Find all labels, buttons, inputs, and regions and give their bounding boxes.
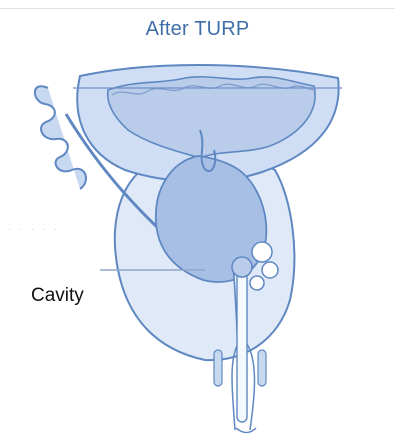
catheter — [237, 272, 247, 422]
sphincter — [214, 350, 222, 386]
urethra-lower — [247, 344, 255, 430]
callout-label: Cavity — [31, 285, 84, 307]
nodule — [262, 262, 278, 278]
sphincter — [258, 350, 266, 386]
catheter-tip — [232, 257, 252, 277]
nodule — [252, 242, 272, 262]
urethral-end — [236, 428, 256, 433]
nodule — [250, 276, 264, 290]
